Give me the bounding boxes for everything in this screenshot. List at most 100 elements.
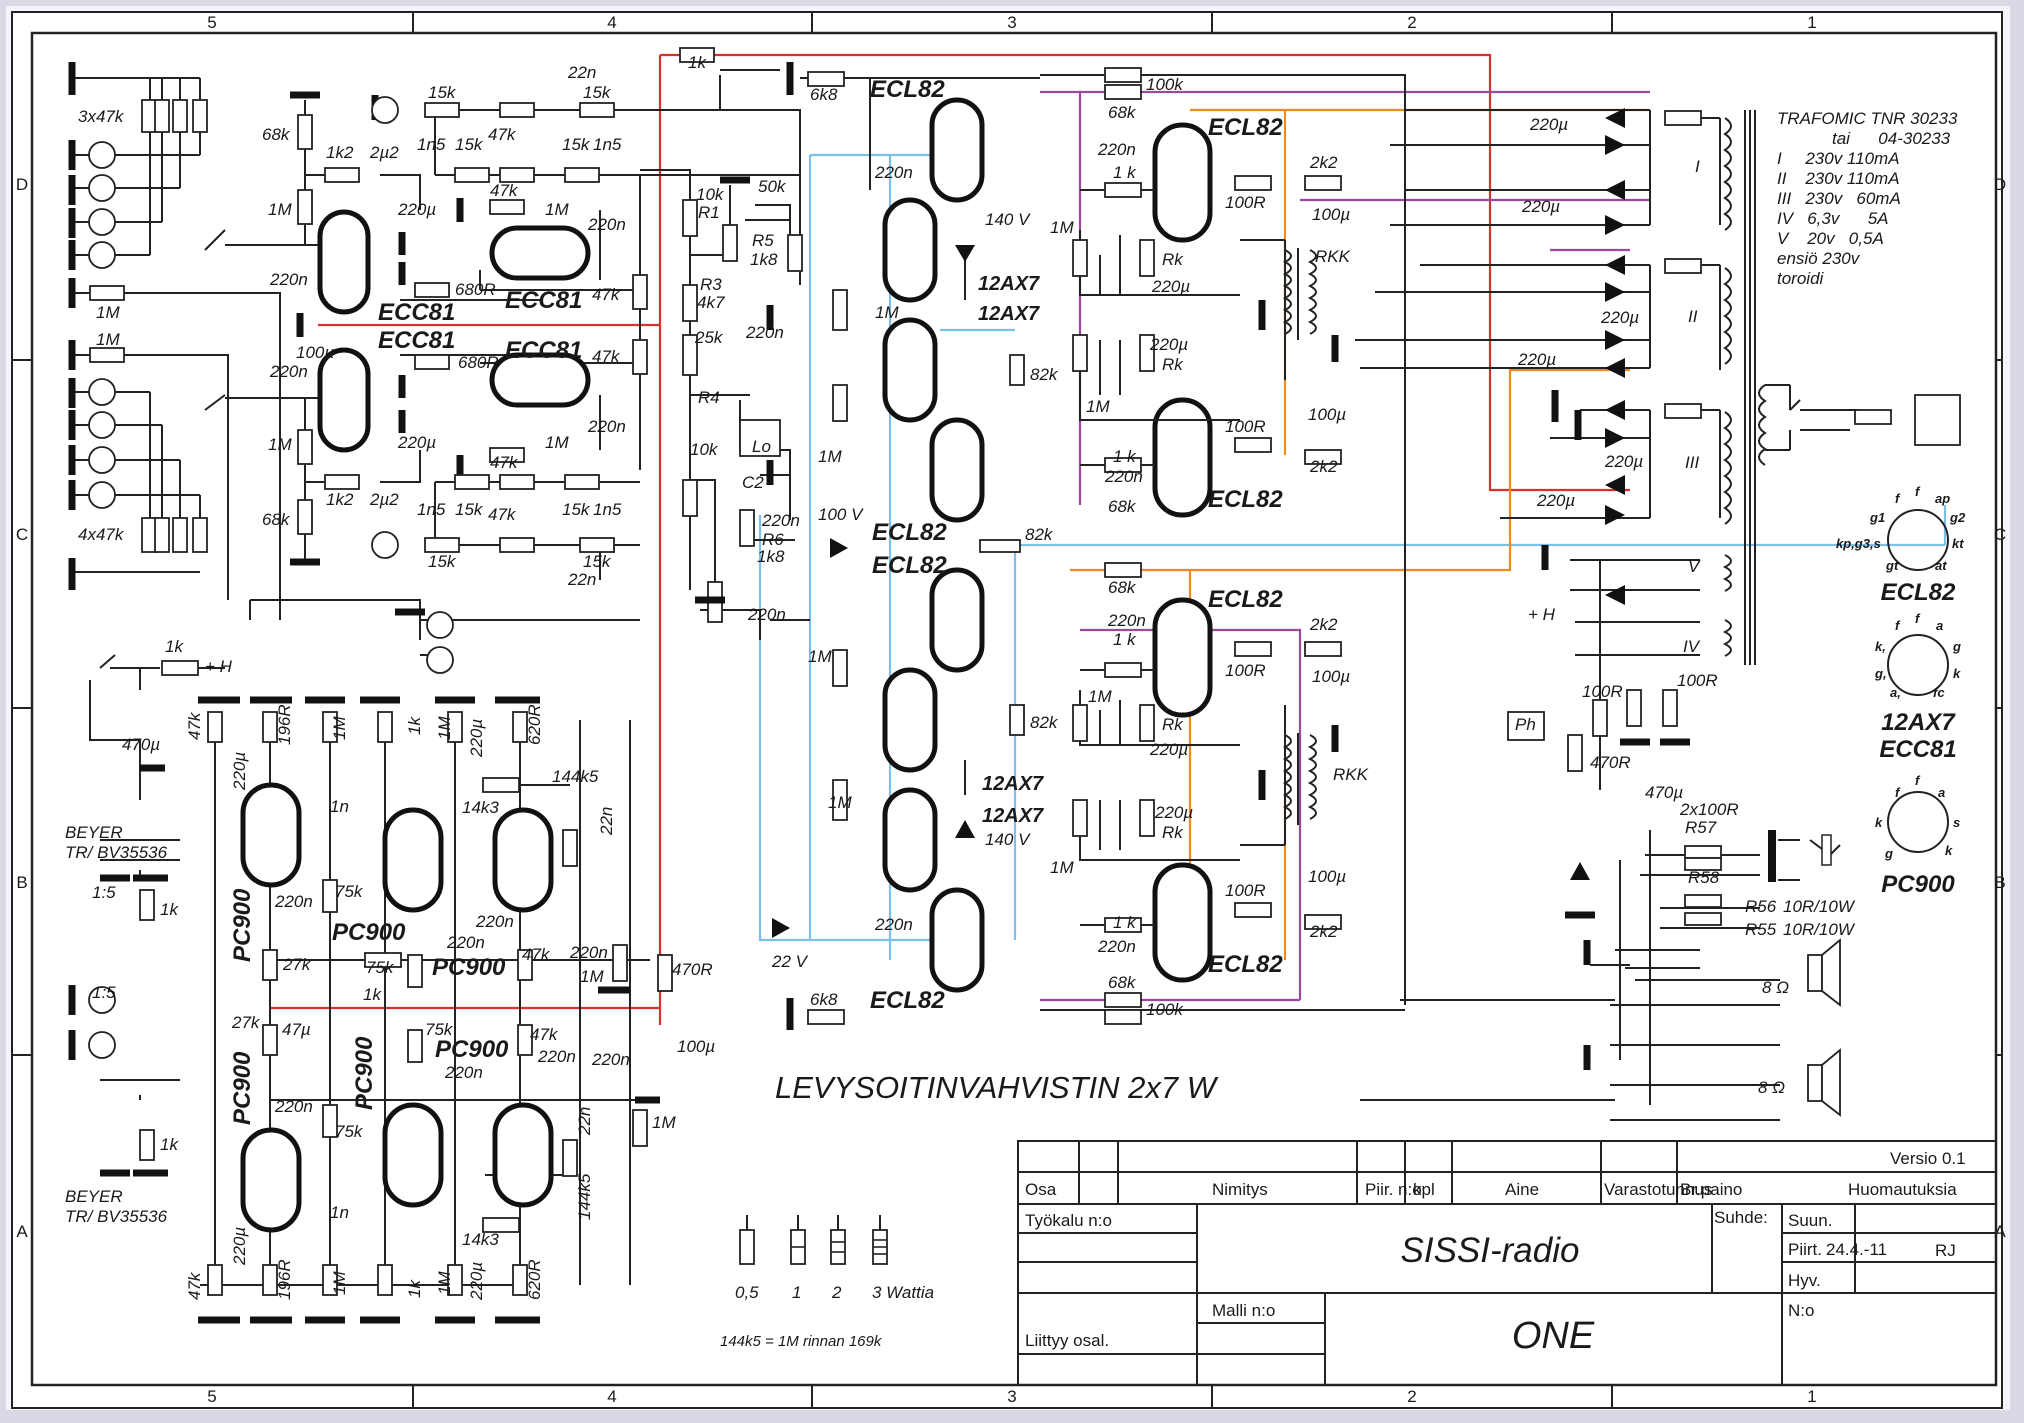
label-47k: 47k <box>592 347 621 366</box>
label-rk: Rk <box>1162 715 1184 734</box>
label-rk: Rk <box>1162 355 1184 374</box>
label-winding-3: III <box>1685 453 1699 472</box>
pin-label: f <box>1915 611 1921 626</box>
label-r6-value: 1k8 <box>757 547 785 566</box>
label-220u: 220µ <box>1517 350 1556 369</box>
pinout-ecl82: ECL82 f f ap g1 g2 kp,g3,s kt gt at <box>1836 484 1966 606</box>
label-15k: 15k <box>583 552 612 571</box>
transformer-spec: TRAFOMIC TNR 30233 tai 04-30233 I 230v 1… <box>1777 109 1958 288</box>
pin-label: f <box>1895 785 1901 800</box>
zone-top-2: 2 <box>1407 13 1416 32</box>
label-220u: 220µ <box>1149 740 1188 759</box>
label-220n: 220n <box>761 511 800 530</box>
header-aine: Aine <box>1505 1180 1539 1199</box>
label-100u: 100µ <box>1312 667 1350 686</box>
label-220n: 220n <box>1104 467 1143 486</box>
label-2u2-b: 2µ2 <box>369 490 399 509</box>
label-rk: Rk <box>1162 250 1184 269</box>
label-plus-h: + H <box>205 657 233 676</box>
pin-label: f <box>1915 484 1921 499</box>
label-1m: 1M <box>435 716 454 740</box>
label-220n: 220n <box>1097 140 1136 159</box>
label-tube-ecc81: ECC81 <box>378 299 455 326</box>
output-section: ECL82 ECL82 ECL82 ECL82 100k 100k 68k 68… <box>1040 67 1406 1025</box>
tube-ecl82-triode-3 <box>929 567 985 673</box>
label-ratio: 1:5 <box>92 883 116 902</box>
label-680r: 680R <box>458 353 499 372</box>
header-huomautuksia: Huomautuksia <box>1848 1180 1957 1199</box>
zone-top-3: 3 <box>1007 13 1016 32</box>
spec-line: tai 04-30233 <box>1832 129 1951 148</box>
spec-line: V 20v 0,5A <box>1777 229 1884 248</box>
label-100u: 100µ <box>1308 405 1346 424</box>
label-220u: 220µ <box>1529 115 1568 134</box>
label-tube-ecc81: ECC81 <box>505 287 582 314</box>
title-block: Versio 0.1 Osa Nimitys Piir. n:o kpl Ain… <box>1017 1140 1997 1386</box>
tool-number-label: Työkalu n:o <box>1025 1211 1112 1230</box>
legend-label: 1 <box>792 1283 801 1302</box>
label-r3: R3 <box>700 275 722 294</box>
label-220n: 220n <box>587 215 626 234</box>
pin-label: f <box>1895 618 1901 633</box>
label-1n5: 1n5 <box>593 500 622 519</box>
pin-label: kp,g3,s <box>1836 536 1881 551</box>
pinout-title: ECC81 <box>1879 736 1956 763</box>
label-1m: 1M <box>1050 858 1074 877</box>
label-100u: 100µ <box>677 1037 715 1056</box>
label-r1-value: 10k <box>696 185 725 204</box>
power-supply: 220µ 220µ 220µ 220µ 220µ 220µ + H 100R 1… <box>1355 108 1961 919</box>
label-1k: 1k <box>160 900 179 919</box>
resistor-wattage-legend: 0,5 1 2 3 Wattia <box>735 1215 934 1302</box>
label-68k-a: 68k <box>262 125 291 144</box>
label-680r: 680R <box>455 280 496 299</box>
rectifier-diodes <box>1570 108 1625 880</box>
label-1k: 1k <box>405 1279 424 1298</box>
zone-top-4: 4 <box>607 13 616 32</box>
label-tube-ecl82: ECL82 <box>872 552 947 579</box>
zone-top-5: 5 <box>207 13 216 32</box>
label-rkk: RKK <box>1333 765 1369 784</box>
label-220u: 220µ <box>1600 308 1639 327</box>
header-varastotunnus: Varastotunnus <box>1604 1180 1712 1199</box>
spec-line: ensiö 230v <box>1777 249 1861 268</box>
label-220n: 220n <box>537 1047 576 1066</box>
label-68k: 68k <box>1108 973 1137 992</box>
label-82k: 82k <box>1025 525 1054 544</box>
pin-label: s <box>1953 815 1960 830</box>
label-220u: 220µ <box>1521 197 1560 216</box>
label-tube-pc900: PC900 <box>229 888 256 962</box>
label-15k: 15k <box>455 135 484 154</box>
label-1k: 1k <box>363 985 382 1004</box>
label-100u: 100µ <box>1312 205 1350 224</box>
pin-label: gt <box>1885 558 1899 573</box>
tube-12ax7-2 <box>882 317 938 423</box>
label-14k3: 14k3 <box>462 798 499 817</box>
label-tube-ecl82: ECL82 <box>1208 951 1283 978</box>
tube-12ax7-3 <box>882 667 938 773</box>
label-144k5: 144k5 <box>575 1173 594 1220</box>
label-tube-12ax7: 12AX7 <box>982 805 1044 827</box>
label-zener-100v: 100 V <box>818 505 864 524</box>
label-220u: 220µ <box>1536 491 1575 510</box>
pin-label: ap <box>1935 491 1950 506</box>
label-1k: 1k <box>165 637 184 656</box>
label-1m: 1M <box>435 1271 454 1295</box>
label-100r: 100R <box>1225 193 1266 212</box>
label-r56: R56 <box>1745 897 1777 916</box>
tube-pc900-5 <box>382 1102 444 1208</box>
label-pot-47k: 47k <box>488 125 517 144</box>
label-15k: 15k <box>428 552 457 571</box>
label-196r: 196R <box>275 1259 294 1300</box>
label-rk: Rk <box>1162 823 1184 842</box>
label-1m: 1M <box>330 716 349 740</box>
label-75k: 75k <box>335 1122 364 1141</box>
label-82k: 82k <box>1030 713 1059 732</box>
label-1m-d: 1M <box>268 435 292 454</box>
label-winding-4: IV <box>1683 637 1701 656</box>
pin-label: g2 <box>1949 510 1966 525</box>
label-tube-ecl82: ECL82 <box>1208 586 1283 613</box>
label-tube-ecl82: ECL82 <box>870 987 945 1014</box>
label-47k: 47k <box>522 945 551 964</box>
header-kpl: kpl <box>1413 1180 1435 1199</box>
